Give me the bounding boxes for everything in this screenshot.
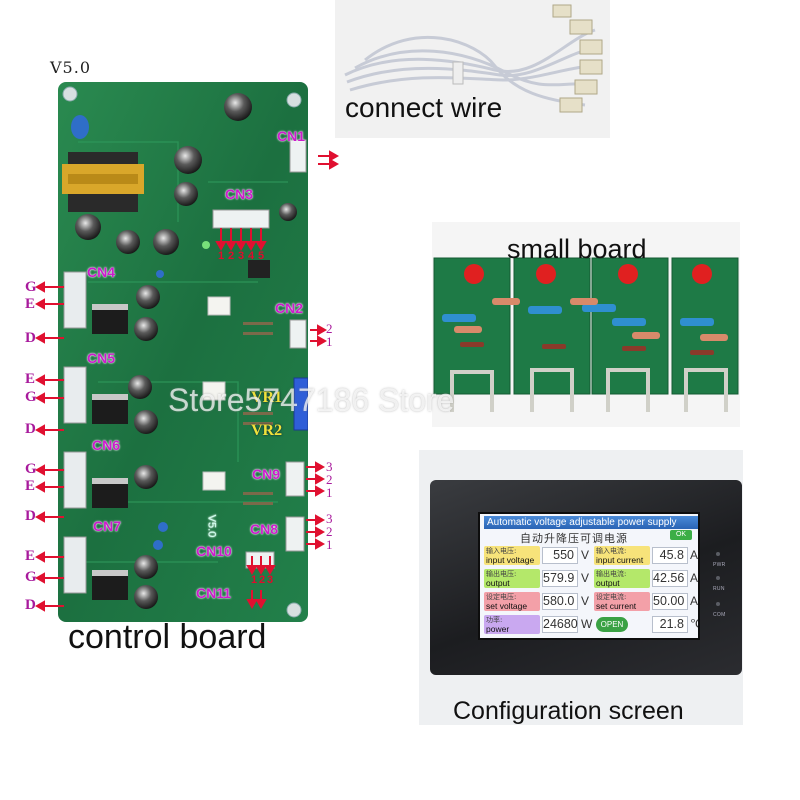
connect-wire-caption: connect wire [345, 92, 503, 123]
temperature-value: 21.8 [652, 616, 688, 633]
led-run-icon [716, 576, 720, 580]
cn7-side-d: D [25, 597, 36, 613]
lcd-row-input: 输入电压: input voltage 550 V 输入电流: input cu… [484, 546, 698, 567]
power-label: 功率: power [484, 615, 540, 634]
cn5-side-d: D [25, 421, 36, 437]
cn9-pin-3: 3 [326, 459, 333, 474]
cn9-pin-1: 1 [326, 485, 333, 500]
lcd-row-power: 功率: power 24680 W OPEN 21.8 ℃ [484, 615, 698, 636]
output-current-unit: A [690, 571, 699, 585]
lcd-title-chinese: 自动升降压可调电源 [520, 532, 628, 545]
wire-harness-drawing [344, 4, 603, 113]
temperature-unit: ℃ [690, 617, 698, 631]
cn10-pin-3: 3 [267, 574, 274, 586]
cn2-pin-2: 2 [326, 321, 333, 336]
configuration-screen-caption: Configuration screen [453, 697, 684, 725]
led-run-label: RUN [713, 586, 725, 592]
output-voltage-label: 输出电压: output voltage [484, 569, 540, 588]
set-voltage-unit: V [581, 594, 590, 608]
output-voltage-value: 579.9 [542, 570, 578, 587]
cn11-label: CN11 [196, 585, 232, 601]
cn4-side-g: G [25, 279, 37, 295]
cn9-label: CN9 [252, 466, 281, 482]
output-current-value: 42.56 [652, 570, 688, 587]
cn4-side-d: D [25, 330, 36, 346]
power-value: 24680 [542, 616, 578, 633]
board-version-print: V5.0 [205, 514, 218, 538]
input-current-label: 输入电流: input current [594, 546, 650, 565]
cn5-side-e: E [25, 371, 36, 387]
cn4-label: CN4 [87, 264, 116, 280]
cn10-pin-1: 1 [251, 574, 258, 586]
cn10-pin-2: 2 [259, 574, 266, 586]
cn8-pin-1: 1 [326, 537, 333, 552]
lcd-title-english: Automatic voltage adjustable power suppl… [484, 516, 698, 529]
set-current-label: 设定电流: set current [594, 592, 650, 611]
version-label: V5.0 [50, 58, 91, 77]
cn5-side-g: G [25, 389, 37, 405]
input-voltage-label: 输入电压: input voltage [484, 546, 540, 565]
cn10-label: CN10 [196, 543, 232, 559]
input-current-value: 45.8 [652, 547, 688, 564]
input-current-unit: A [690, 548, 699, 562]
cn7-side-e: E [25, 548, 36, 564]
cn6-label: CN6 [92, 437, 121, 453]
input-voltage-unit: V [581, 548, 590, 562]
cn6-side-g: G [25, 461, 37, 477]
cn3-pin-5: 5 [258, 250, 265, 262]
cn2-label: CN2 [275, 300, 304, 316]
cn4-side-e: E [25, 296, 36, 312]
output-current-label: 输出电流: output current [594, 569, 650, 588]
set-current-value[interactable]: 50.00 [652, 593, 688, 610]
control-board-photo [58, 82, 308, 622]
store-watermark: Store5747186 Store [168, 382, 455, 418]
small-boards-drawing [433, 257, 739, 412]
led-com-icon [716, 602, 720, 606]
lcd-ok-button[interactable]: OK [670, 530, 692, 540]
led-pwr-label: PWR [713, 562, 726, 568]
vr1-label: VR1 [251, 389, 283, 406]
small-board-photo [432, 222, 740, 427]
cn7-label: CN7 [93, 518, 122, 534]
cn5-label: CN5 [87, 350, 116, 366]
small-board-caption: small board [507, 234, 647, 264]
cn2-pin-1: 1 [326, 334, 333, 349]
cn3-label: CN3 [225, 186, 254, 202]
led-com-label: COM [713, 612, 726, 618]
lcd-row-output: 输出电压: output voltage 579.9 V 输出电流: outpu… [484, 569, 698, 590]
cn3-pin-1: 1 [218, 250, 225, 262]
power-unit: W [581, 617, 593, 631]
cn3-pin-3: 3 [238, 250, 245, 262]
input-voltage-value: 550 [542, 547, 578, 564]
lcd-row-set: 设定电压: set voltage 580.0 V 设定电流: set curr… [484, 592, 698, 613]
set-current-unit: A [690, 594, 699, 608]
cn3-pin-4: 4 [248, 250, 255, 262]
cn8-pin-3: 3 [326, 511, 333, 526]
cn7-side-g: G [25, 569, 37, 585]
connect-wire-photo [335, 0, 610, 138]
cn3-pin-2: 2 [228, 250, 235, 262]
vr2-label: VR2 [251, 422, 283, 439]
open-button[interactable]: OPEN [596, 617, 628, 632]
cn9-pin-2: 2 [326, 472, 333, 487]
set-voltage-value[interactable]: 580.0 [542, 593, 578, 610]
lcd-display: Automatic voltage adjustable power suppl… [478, 512, 700, 640]
cn1-label: CN1 [277, 128, 306, 144]
cn6-side-d: D [25, 508, 36, 524]
output-voltage-unit: V [581, 571, 590, 585]
cn8-pin-2: 2 [326, 524, 333, 539]
led-pwr-icon [716, 552, 720, 556]
cn8-label: CN8 [250, 521, 279, 537]
set-voltage-label: 设定电压: set voltage [484, 592, 540, 611]
control-board-caption: control board [68, 618, 267, 656]
cn6-side-e: E [25, 478, 36, 494]
